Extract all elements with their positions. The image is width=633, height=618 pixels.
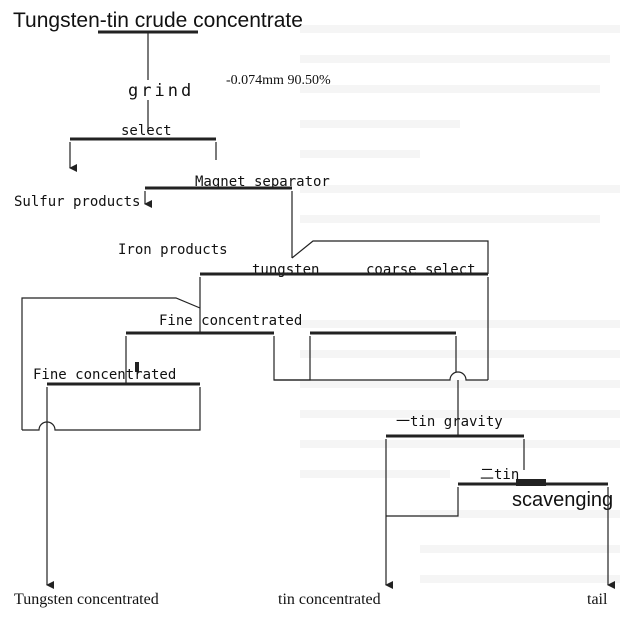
- fine2-crossing-hump: [22, 421, 66, 431]
- tail-output: tail: [587, 591, 608, 608]
- grind-label: grind: [128, 81, 194, 101]
- feed-label: Tungsten-tin crude concentrate: [13, 9, 303, 32]
- tungsten-label: tungsten: [252, 262, 319, 278]
- sulfur-products-label: Sulfur products: [14, 194, 140, 210]
- fine2-right-return-line: [66, 387, 201, 431]
- scavenging-block: [516, 479, 546, 486]
- tungsten-concentrated-output: Tungsten concentrated: [14, 591, 159, 608]
- iron-products-label: Iron products: [118, 242, 228, 258]
- magnet-separator-label: Magnet separator: [195, 174, 330, 190]
- fine-recycle-line: [21, 297, 201, 430]
- select-label: select: [121, 123, 172, 139]
- fine1-crossing-hump: [274, 371, 488, 381]
- tin2-label: 二tin: [480, 467, 519, 483]
- fine-concentrated-2-label: Fine concentrated: [33, 367, 176, 383]
- background-scan-texture: [300, 25, 620, 583]
- fine-concentrated-1-label: Fine concentrated: [159, 313, 302, 329]
- tin-concentrated-output: tin concentrated: [278, 591, 381, 608]
- tin-gravity-label: 一tin gravity: [396, 414, 503, 430]
- coarse-select-label: coarse select: [366, 262, 476, 278]
- coarse-recycle-line: [291, 240, 489, 274]
- grind-spec-label: -0.074mm 90.50%: [226, 73, 331, 88]
- tin2-recycle-line: [386, 487, 459, 517]
- fine1-small-marker: [135, 362, 139, 372]
- scavenging-label: scavenging: [512, 489, 613, 511]
